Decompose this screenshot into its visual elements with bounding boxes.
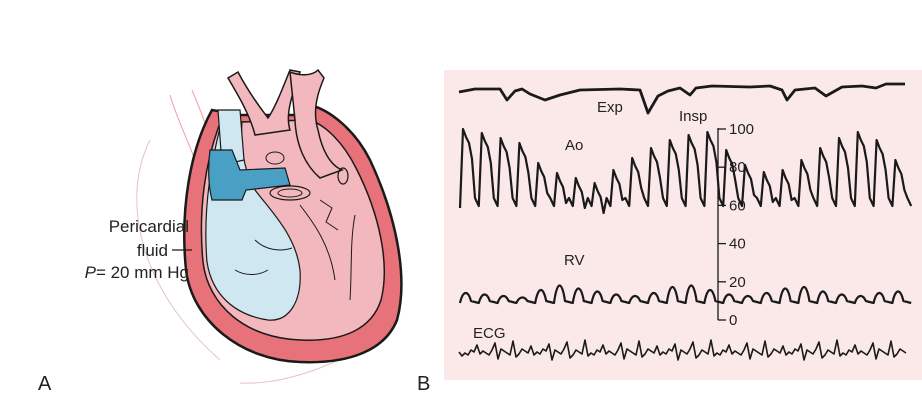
rv-pressure-trace xyxy=(458,284,912,305)
ao-label: Ao xyxy=(565,137,583,154)
aortic-pressure-trace xyxy=(458,127,913,215)
respiration-trace xyxy=(458,82,905,115)
ecg-trace xyxy=(458,339,907,361)
aorta xyxy=(226,69,301,136)
panel-b-background xyxy=(444,70,922,380)
pericardial-fluid-label: Pericardial fluid P= 20 mm Hg xyxy=(85,217,192,282)
vein xyxy=(208,149,291,201)
label-pressure-var: P xyxy=(85,263,97,282)
pulmonary-artery xyxy=(289,68,345,179)
rv-label: RV xyxy=(564,252,585,269)
label-pericardial: Pericardial xyxy=(109,217,189,236)
insp-label: Insp xyxy=(679,108,707,125)
ecg-label: ECG xyxy=(473,325,506,342)
label-fluid: fluid xyxy=(137,241,168,260)
panel-a-letter: A xyxy=(38,373,52,395)
scale-tick-label: 20 xyxy=(729,274,746,291)
panel-b-letter: B xyxy=(417,373,430,395)
scale-tick-label: 40 xyxy=(729,236,746,253)
label-pressure: P= 20 mm Hg xyxy=(85,263,189,282)
exp-label: Exp xyxy=(597,99,623,116)
scale-tick-label: 0 xyxy=(729,312,737,329)
label-pressure-value: = 20 mm Hg xyxy=(96,263,189,282)
heart-illustration xyxy=(136,68,403,384)
scale-tick-label: 100 xyxy=(729,121,754,138)
